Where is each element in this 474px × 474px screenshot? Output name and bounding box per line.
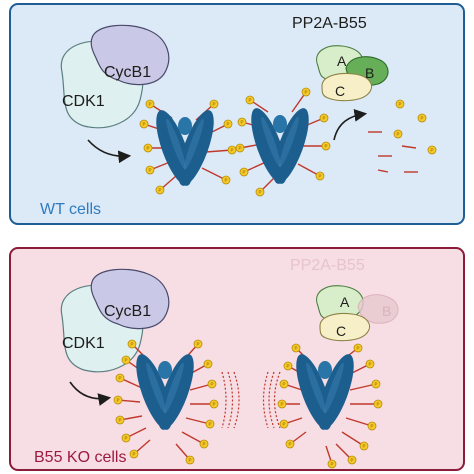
ko-phosphosites-left [113,339,219,465]
ko-left-phosphate [203,359,213,369]
wt-pp2a-b-label: B [365,65,374,81]
ko-condition-label: B55 KO cells [34,449,126,466]
ko-right-phosphate [279,419,289,429]
wt-phosphorylation-arrow [87,139,132,164]
wt-right-phosphate [237,117,247,127]
ko-left-phosphate [115,415,125,425]
wt-pp2a-c-subunit [321,72,372,102]
ko-right-phosphate [367,421,377,431]
ko-left-phosphate [209,399,219,409]
ko-left-phosphate [205,419,215,429]
ko-right-phosphate [353,343,363,353]
wt-released-phosphate [393,129,403,139]
ko-right-phosphate [285,439,295,449]
ko-right-phosphate [291,343,301,353]
ko-left-phosphate [115,373,125,383]
ko-left-phosphate [199,439,209,449]
ko-cdk1-label: CDK1 [62,335,105,352]
ko-right-phosphate [347,455,357,465]
ko-pp2a-b-label: B [382,303,391,319]
wt-released-stalk [377,169,389,173]
ko-right-phosphate [359,441,369,451]
wt-cdk1-label: CDK1 [62,93,105,110]
ko-pp2a-b-subunit-missing [357,294,399,324]
wt-right-phosphate [315,171,325,181]
ko-pp2a-b55-label: PP2A-B55 [290,257,365,274]
ko-right-stalk [345,417,373,427]
ko-repulsion-arcs [221,371,281,429]
ko-left-phosphate [207,379,217,389]
wt-pp2a-a-label: A [337,53,347,69]
wt-released-phosphates [368,99,437,173]
ko-left-phosphate [185,455,195,465]
wt-pp2a-c-label: C [335,83,345,99]
ko-pp2a-c-label: C [336,323,346,339]
wt-cycb1-label: CycB1 [104,64,151,81]
wt-left-phosphate [209,99,219,109]
ko-pp2a-c-subunit [319,312,370,342]
ko-right-phosphate [373,399,383,409]
wt-pp2a-b55-label: PP2A-B55 [292,15,367,32]
wt-released-phosphate [427,145,437,155]
wt-dephosphorylation-arrow [333,109,368,141]
ko-cycb1-label: CycB1 [104,303,151,320]
ko-right-stalk [349,383,377,391]
wt-left-phosphate [145,165,155,175]
ko-left-phosphate [193,339,203,349]
wt-right-phosphate [301,87,311,97]
wt-left-phosphate [155,185,165,195]
ko-left-phosphate [127,339,137,349]
ko-right-phosphate [277,399,287,409]
wt-right-phosphate [239,167,249,177]
ko-right-phosphate [283,361,293,371]
ko-right-phosphate [279,379,289,389]
wt-cdk1-cycb1-complex: CycB1 CDK1 [60,24,170,129]
ko-left-phosphate [121,433,131,443]
ko-phosphorylation-arrow [69,381,112,406]
ko-left-phosphate [121,355,131,365]
wt-left-phosphate [227,145,237,155]
ko-right-phosphate [371,379,381,389]
wt-left-phosphate [221,175,231,185]
wt-panel: CycB1 CDK1 PP2A-B55 A B C WT cells [9,3,465,225]
wt-cycb1-shape [90,24,170,86]
wt-right-phosphate [245,95,255,105]
wt-left-phosphate [143,143,153,153]
ko-cycb1-shape [90,268,170,330]
wt-released-stalk [401,145,417,149]
wt-left-phosphate [223,119,233,129]
ko-left-phosphate [113,395,123,405]
wt-released-phosphate [417,113,427,123]
wt-left-phosphate [145,99,155,109]
ko-pp2a-complex: A B C [316,285,399,342]
ko-cdk1-cycb1-complex: CycB1 CDK1 [60,268,170,373]
wt-left-stalk [201,167,227,181]
wt-left-phosphate [139,119,149,129]
wt-right-phosphate [321,141,331,151]
ko-panel: CycB1 CDK1 PP2A-B55 A B C B55 KO cells [9,247,465,471]
ko-right-phosphate [365,359,375,369]
wt-right-phosphate [255,187,265,197]
ko-left-phosphate [129,449,139,459]
wt-released-phosphate [395,99,405,109]
wt-pp2a-b55-complex: A B C [316,45,389,102]
wt-right-phosphate [319,113,329,123]
wt-condition-label: WT cells [40,201,101,218]
wt-right-phosphate [235,143,245,153]
ko-pp2a-a-label: A [340,294,350,310]
ko-right-phosphate [327,459,337,469]
